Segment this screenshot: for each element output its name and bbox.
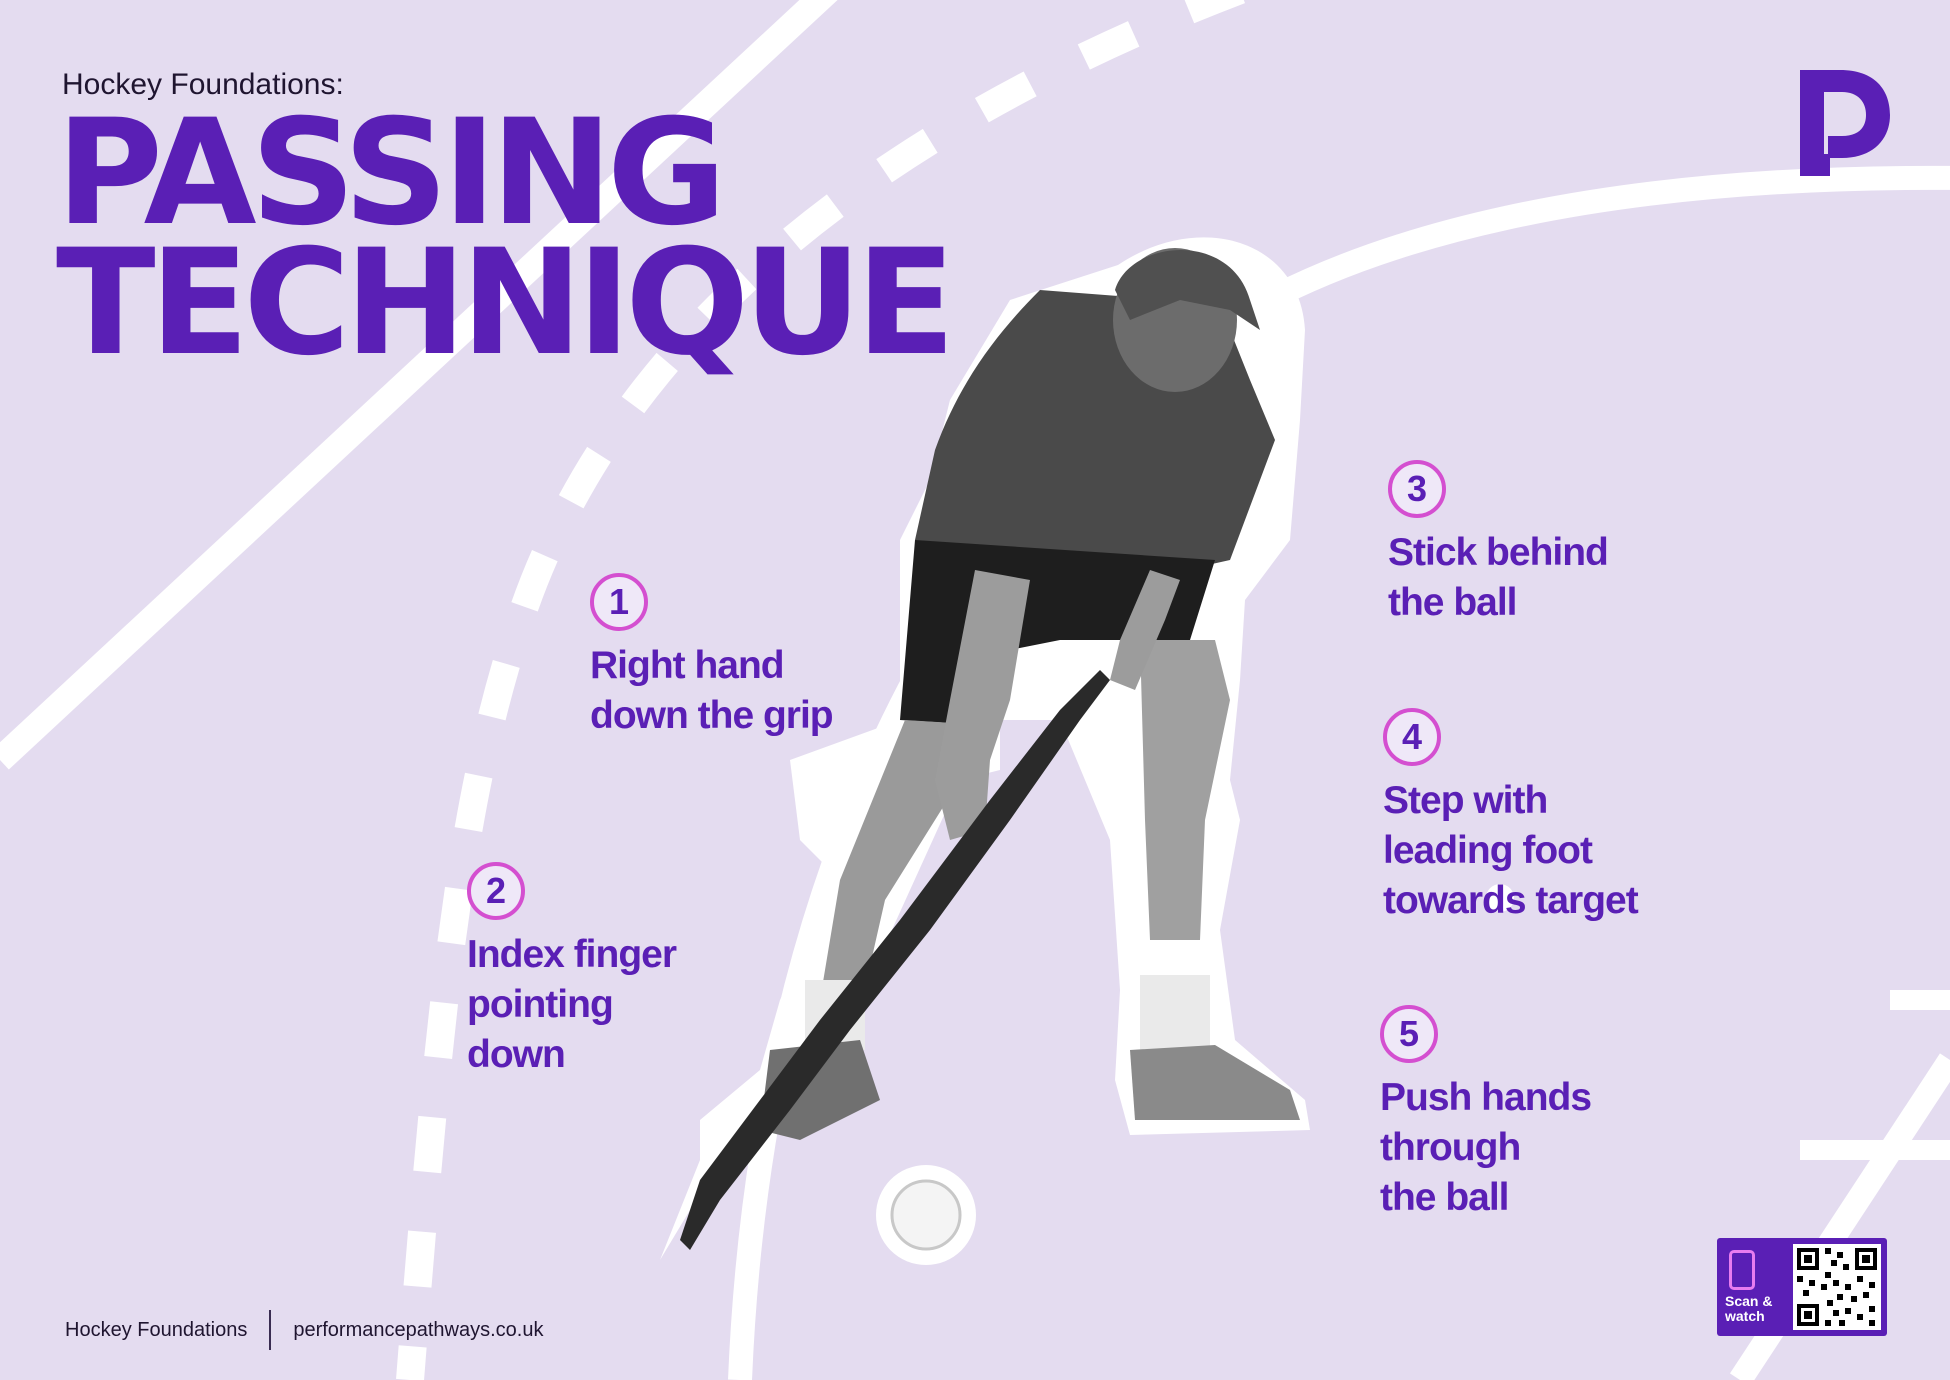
- step-5: 5 Push hands through the ball: [1380, 1005, 1592, 1223]
- performance-pathways-logo-icon: [1800, 70, 1890, 176]
- step-3-number: 3: [1388, 460, 1446, 518]
- qr-code-panel[interactable]: Scan & watch: [1717, 1238, 1887, 1336]
- page-title: PASSING TECHNIQUE: [56, 88, 956, 388]
- step-2-text: Index finger pointing down: [467, 933, 677, 1076]
- footer-brand: Hockey Foundations: [65, 1318, 248, 1341]
- title-line-1: PASSING: [56, 88, 727, 258]
- step-1-number: 1: [590, 573, 648, 631]
- qr-code-icon: [1793, 1244, 1881, 1330]
- step-4-number: 4: [1383, 708, 1441, 766]
- footer: Hockey Foundations performancepathways.c…: [65, 1310, 543, 1350]
- step-2: 2 Index finger pointing down: [467, 862, 677, 1080]
- step-5-number: 5: [1380, 1005, 1438, 1063]
- title-line-2: TECHNIQUE: [56, 218, 956, 388]
- step-3: 3 Stick behind the ball: [1388, 460, 1609, 628]
- page-subtitle: Hockey Foundations:: [62, 68, 344, 101]
- step-1-text: Right hand down the grip: [590, 644, 834, 737]
- step-4-text: Step with leading foot towards target: [1383, 779, 1639, 922]
- step-4: 4 Step with leading foot towards target: [1383, 708, 1639, 926]
- footer-divider: [269, 1310, 272, 1350]
- step-2-number: 2: [467, 862, 525, 920]
- step-5-text: Push hands through the ball: [1380, 1076, 1592, 1219]
- footer-website-link[interactable]: performancepathways.co.uk: [293, 1318, 544, 1341]
- step-3-text: Stick behind the ball: [1388, 531, 1609, 624]
- phone-icon: [1729, 1250, 1755, 1290]
- qr-label: Scan & watch: [1725, 1293, 1773, 1324]
- step-1: 1 Right hand down the grip: [590, 573, 834, 741]
